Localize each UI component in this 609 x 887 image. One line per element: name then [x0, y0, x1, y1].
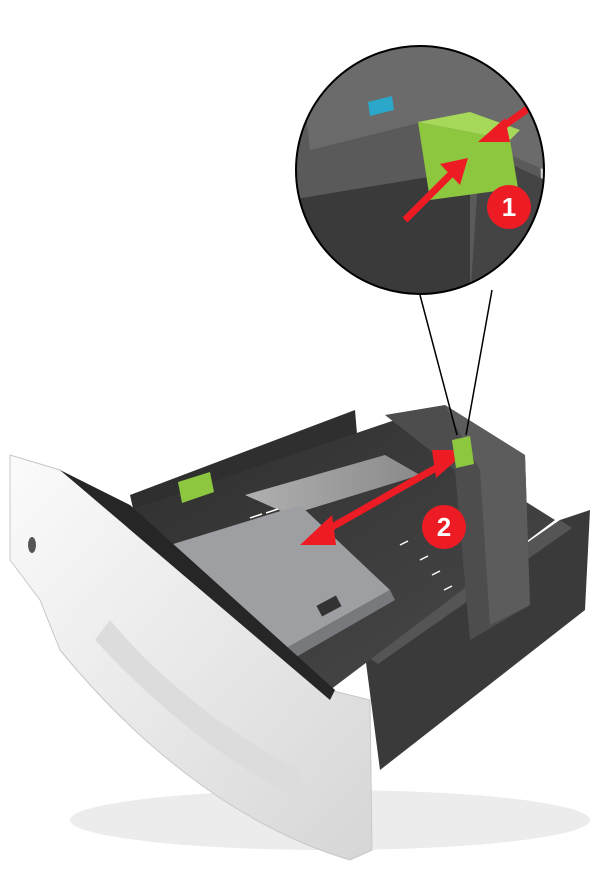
size-markings: [249, 508, 453, 591]
callout-blue-marker: [368, 96, 394, 116]
callout-arrow-left: [402, 167, 458, 223]
tray-right-wall: [365, 510, 590, 770]
length-guide-panel-face: [445, 405, 530, 625]
lift-plate-slot: [316, 595, 342, 617]
width-guide-tab: [178, 472, 214, 503]
tray-front: [9, 454, 373, 861]
metal-rail: [245, 455, 420, 515]
length-guide-tab: [452, 436, 474, 468]
tray-handle: [95, 620, 300, 800]
step-1-badge: 1: [487, 185, 531, 229]
length-slide-arrow: [300, 450, 468, 545]
lift-plate-edge: [265, 590, 395, 672]
step-1-number: 1: [502, 192, 516, 222]
step-2-badge: 2: [422, 505, 466, 549]
paper-tray: [9, 405, 590, 861]
tray-label-hole: [28, 537, 36, 553]
zoom-callout: [295, 45, 545, 295]
step-2-number: 2: [437, 512, 451, 542]
tray-front-inner-edge: [60, 470, 335, 700]
callout-pointer: [419, 289, 493, 436]
